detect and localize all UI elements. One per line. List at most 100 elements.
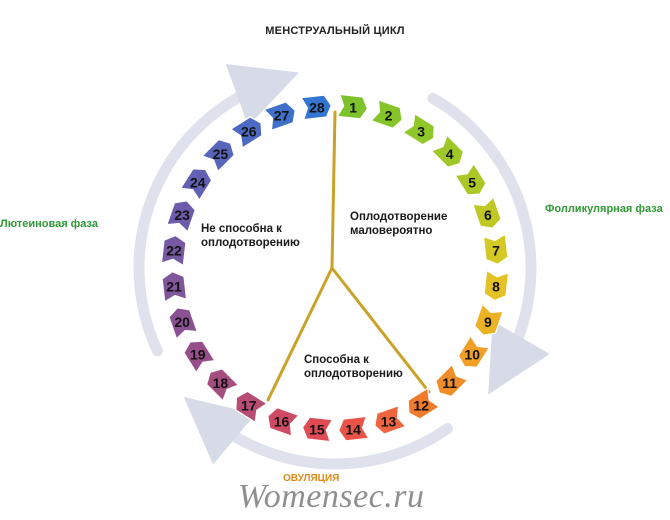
- day-number: 22: [166, 242, 182, 258]
- day-number: 25: [213, 146, 229, 162]
- day-chevron-25: 25: [201, 138, 235, 173]
- day-number: 3: [417, 123, 425, 139]
- day-number: 21: [166, 279, 182, 295]
- zone-not-able-line2: оплодотворению: [201, 237, 300, 249]
- cycle-arrows: [133, 64, 550, 470]
- arrow-arc-ovulation: [183, 396, 453, 470]
- day-chevron-shape: [160, 234, 187, 267]
- day-chevron-shape: [454, 162, 487, 196]
- day-chevron-7: 7: [482, 233, 509, 265]
- fertile-text: Способна к оплодотворению: [304, 353, 403, 381]
- luteal-phase-label: Лютеиновая фаза: [0, 218, 98, 230]
- day-number: 2: [385, 108, 393, 124]
- day-number: 12: [413, 398, 429, 414]
- day-chevron-shape: [183, 340, 216, 374]
- arrow-arc-luteal: [133, 64, 300, 357]
- day-number: 27: [274, 108, 290, 124]
- day-number: 19: [190, 347, 206, 363]
- day-chevron-26: 26: [229, 116, 263, 149]
- day-chevron-13: 13: [374, 404, 407, 435]
- day-chevron-shape: [430, 134, 465, 168]
- day-number: 23: [174, 207, 190, 223]
- day-chevron-shape: [370, 99, 403, 129]
- page-title: МЕНСТРУАЛЬНЫЙ ЦИКЛ: [265, 25, 405, 37]
- day-chevron-16: 16: [267, 407, 300, 437]
- phase-divider-lines: [266, 110, 431, 402]
- day-chevron-28: 28: [300, 94, 332, 121]
- zone-unlikely-line1: Оплодотворение: [350, 211, 448, 223]
- not-fertile-text: Не способна к оплодотворению: [201, 222, 300, 250]
- day-number: 20: [174, 314, 190, 330]
- day-chevron-17: 17: [235, 390, 269, 424]
- day-chevron-shape: [300, 94, 332, 121]
- day-chevron-14: 14: [338, 415, 370, 442]
- day-chevron-6: 6: [471, 196, 502, 229]
- day-chevron-20: 20: [168, 307, 199, 340]
- day-chevron-12: 12: [407, 387, 441, 420]
- ovulation-label: ОВУЛЯЦИЯ: [283, 473, 340, 484]
- day-chevron-2: 2: [370, 99, 403, 129]
- divider-line-day12: [330, 266, 431, 394]
- day-chevron-shape: [457, 334, 491, 368]
- day-chevron-shape: [474, 303, 504, 336]
- day-chevron-3: 3: [401, 112, 435, 146]
- day-chevron-shape: [483, 269, 510, 302]
- day-chevron-shape: [235, 390, 269, 424]
- day-number: 9: [484, 314, 492, 330]
- day-chevron-shape: [205, 368, 240, 402]
- day-chevron-shape: [229, 116, 263, 149]
- day-number: 4: [446, 146, 454, 162]
- day-chevron-5: 5: [454, 162, 487, 196]
- zone-unlikely-line2: маловероятно: [350, 225, 433, 237]
- day-number: 11: [442, 375, 457, 391]
- day-number: 5: [468, 174, 476, 190]
- day-number: 17: [241, 398, 257, 414]
- day-number: 16: [274, 413, 290, 429]
- day-chevron-shape: [166, 200, 196, 233]
- day-chevron-shape: [482, 233, 509, 265]
- day-chevron-15: 15: [301, 416, 334, 443]
- zone-able-line1: Способна к: [304, 354, 369, 366]
- day-number: 10: [464, 347, 480, 363]
- day-chevron-shape: [401, 112, 435, 146]
- day-chevron-shape: [201, 138, 235, 173]
- day-number: 13: [381, 413, 397, 429]
- day-chevron-shape: [374, 404, 407, 435]
- day-chevron-shape: [161, 271, 188, 303]
- day-chevron-10: 10: [457, 334, 491, 368]
- day-number: 1: [349, 100, 357, 116]
- day-chevron-19: 19: [183, 340, 216, 374]
- day-chevron-shape: [267, 407, 300, 437]
- day-chevron-27: 27: [263, 101, 296, 132]
- day-chevron-shape: [263, 101, 296, 132]
- day-number: 18: [213, 375, 229, 391]
- day-chevron-shape: [435, 363, 469, 398]
- day-number: 28: [309, 100, 325, 116]
- divider-line-day1: [330, 110, 337, 270]
- day-number: 7: [492, 242, 500, 258]
- day-chevron-23: 23: [166, 200, 196, 233]
- day-number: 8: [492, 279, 500, 295]
- day-number: 15: [309, 422, 325, 438]
- day-chevron-shape: [407, 387, 441, 420]
- zone-not-able-line1: Не способна к: [201, 223, 282, 235]
- day-number: 26: [241, 123, 257, 139]
- day-chevron-1: 1: [336, 93, 369, 120]
- day-chevron-4: 4: [430, 134, 465, 168]
- day-chevron-11: 11: [435, 363, 469, 398]
- day-chevron-shape: [301, 416, 334, 443]
- day-chevron-shape: [471, 196, 502, 229]
- day-number: 14: [345, 422, 361, 438]
- day-chevron-shape: [168, 307, 199, 340]
- fertilization-unlikely-text: Оплодотворение маловероятно: [350, 210, 447, 238]
- day-chevron-8: 8: [483, 269, 510, 302]
- zone-able-line2: оплодотворению: [304, 368, 403, 380]
- arrow-arc-follicular: [427, 92, 550, 395]
- day-chevron-shape: [336, 93, 369, 120]
- day-number: 6: [484, 207, 492, 223]
- day-chevron-shape: [179, 168, 213, 202]
- divider-line-day17: [266, 266, 334, 402]
- site-watermark: Womensec.ru: [238, 478, 425, 515]
- day-number: 24: [190, 174, 206, 190]
